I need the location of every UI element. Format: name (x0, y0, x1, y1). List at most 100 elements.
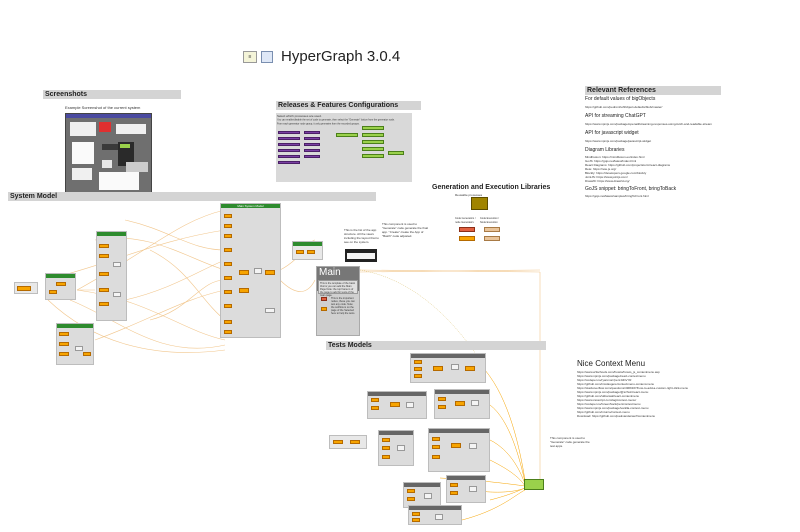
feature-node[interactable] (304, 143, 320, 146)
model-node[interactable] (224, 320, 232, 324)
model-node[interactable] (406, 402, 414, 408)
model-node[interactable] (407, 497, 415, 501)
model-node[interactable] (59, 342, 69, 346)
execution-library-node[interactable] (484, 236, 500, 241)
model-node[interactable] (321, 307, 327, 311)
generator-node[interactable] (362, 154, 384, 158)
generator-node[interactable] (362, 126, 384, 130)
diagram-lib-link[interactable]: GoJS: https://gojs.net/latest/index.html (585, 159, 637, 163)
feature-node[interactable] (278, 143, 300, 146)
model-node[interactable] (455, 401, 465, 406)
model-node[interactable] (224, 214, 232, 218)
model-node[interactable] (224, 234, 232, 238)
model-node[interactable] (224, 276, 232, 280)
feature-node[interactable] (304, 149, 320, 152)
model-node[interactable] (224, 224, 232, 228)
diagram-lib-link[interactable]: Draw2D: https://www.draw2d.org/ (585, 179, 630, 183)
model-node[interactable] (450, 491, 458, 495)
diagram-lib-link[interactable]: Blockly: https://developers.google.com/b… (585, 171, 647, 175)
model-node[interactable] (239, 288, 249, 293)
model-node[interactable] (432, 445, 440, 449)
feature-node[interactable] (304, 131, 320, 134)
feature-node[interactable] (304, 155, 320, 158)
feature-node[interactable] (278, 161, 300, 164)
context-menu-link[interactable]: https://github.com/nicolasgere/contextme… (577, 382, 655, 386)
model-node[interactable] (75, 346, 83, 351)
model-node[interactable] (254, 268, 262, 274)
feature-node[interactable] (278, 137, 300, 140)
model-node[interactable] (432, 455, 440, 459)
model-node[interactable] (333, 440, 343, 444)
model-node[interactable] (49, 290, 57, 294)
model-node[interactable] (469, 486, 477, 492)
generator-node[interactable] (336, 133, 358, 137)
model-node[interactable] (59, 332, 69, 336)
model-node[interactable] (321, 297, 327, 301)
model-node[interactable] (412, 518, 420, 522)
model-node[interactable] (224, 248, 232, 252)
model-node[interactable] (438, 397, 446, 401)
diagram-lib-link[interactable]: Rete: https://rete.js.org/ (585, 167, 617, 171)
context-menu-link[interactable]: Download: https://github.com/paulvanderw… (577, 414, 656, 418)
context-menu-link[interactable]: https://github.com/mturco/context-menu (577, 410, 630, 414)
model-node[interactable] (433, 366, 443, 371)
model-node[interactable] (99, 288, 109, 292)
model-node[interactable] (414, 367, 422, 371)
diagram-lib-link[interactable]: MindFusion: https://mindfusion.eu/index.… (585, 155, 645, 159)
model-node[interactable] (435, 514, 443, 520)
model-node[interactable] (465, 366, 475, 371)
model-node[interactable] (414, 360, 422, 364)
reference-link[interactable]: https://github.com/pedromhoff/object-def… (585, 105, 663, 109)
model-node[interactable] (239, 270, 249, 275)
model-node[interactable] (414, 374, 422, 378)
model-node[interactable] (382, 455, 390, 459)
model-node[interactable] (432, 437, 440, 441)
model-node[interactable] (438, 405, 446, 409)
diagram-lib-link[interactable]: React Diagrams: https://github.com/proje… (585, 163, 671, 167)
model-node[interactable] (224, 290, 232, 294)
generator-library-node[interactable] (459, 236, 475, 241)
model-node[interactable] (412, 512, 420, 516)
model-node[interactable] (113, 262, 121, 267)
execution-library-node[interactable] (484, 227, 500, 232)
model-node[interactable] (451, 443, 461, 448)
context-menu-link[interactable]: https://stackoverflow.com/questions/4909… (577, 386, 689, 390)
reference-link[interactable]: https://www.npmjs.com/package/javascript… (585, 139, 652, 143)
generator-node[interactable] (388, 151, 404, 155)
model-node[interactable] (397, 445, 405, 451)
model-node[interactable] (265, 308, 275, 313)
generator-library-node[interactable] (459, 227, 475, 232)
model-node[interactable] (59, 352, 69, 356)
model-node[interactable] (469, 443, 477, 449)
model-node[interactable] (371, 398, 379, 402)
context-menu-link[interactable]: https://www.w3schools.com/howto/howto_js… (577, 370, 660, 374)
context-menu-link[interactable]: https://www.npmjs.com/package/vanilla-co… (577, 406, 649, 410)
model-node[interactable] (56, 282, 66, 286)
context-menu-link[interactable]: https://codepen.io/GreenSock/pen/context… (577, 402, 641, 406)
generator-node[interactable] (362, 147, 384, 151)
model-node[interactable] (450, 483, 458, 487)
feature-node[interactable] (278, 155, 300, 158)
context-menu-link[interactable]: https://codepen.io/ryanmorr/pen/JdOvYR (577, 378, 632, 382)
feature-node[interactable] (278, 131, 300, 134)
model-node[interactable] (451, 364, 459, 370)
reference-link[interactable]: https://gojs.net/latest/samples/bringToF… (585, 194, 649, 198)
source-node[interactable] (17, 286, 31, 291)
feature-node[interactable] (304, 137, 320, 140)
model-node[interactable] (382, 446, 390, 450)
diagram-lib-link[interactable]: JointJS: https://www.jointjs.com/ (585, 175, 628, 179)
test-generator-node[interactable] (524, 479, 544, 490)
context-menu-link[interactable]: https://www.npmjs.com/package/@szhsin/re… (577, 390, 649, 394)
model-node[interactable] (265, 270, 275, 275)
model-node[interactable] (83, 352, 91, 356)
model-node[interactable] (99, 244, 109, 248)
model-node[interactable] (307, 250, 315, 254)
context-menu-link[interactable]: https://www.cssscript.com/tag/context-me… (577, 398, 637, 402)
model-node[interactable] (371, 406, 379, 410)
model-node[interactable] (99, 272, 109, 276)
screenshot-thumbnail[interactable] (65, 113, 152, 193)
reference-link[interactable]: https://www.npmjs.com/package/openai#str… (585, 122, 712, 126)
model-node[interactable] (113, 292, 121, 297)
main-app-preview[interactable] (345, 249, 377, 262)
context-menu-link[interactable]: https://github.com/vkbansal/react-contex… (577, 394, 640, 398)
